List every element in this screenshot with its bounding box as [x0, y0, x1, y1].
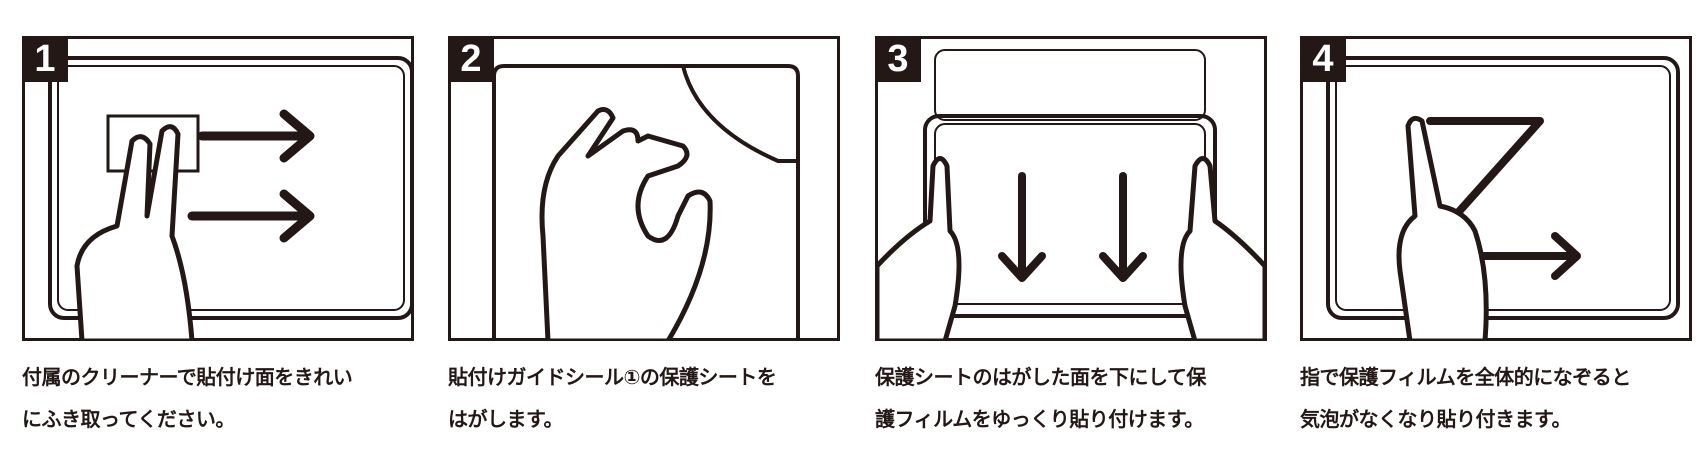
- right-hand-icon: [1178, 156, 1267, 341]
- hand-icon: [1396, 115, 1489, 341]
- peel-sheet-illustration: [448, 36, 840, 341]
- step-number: 2: [448, 36, 494, 82]
- step-3-illustration: 3: [875, 36, 1267, 341]
- step-1-illustration: 1: [22, 36, 414, 341]
- step-2-caption: 貼付けガイドシール①の保護シートを はがします。: [448, 356, 848, 440]
- arrow-down-icon: [998, 172, 1147, 282]
- apply-film-illustration: [875, 36, 1267, 341]
- step-number: 1: [22, 36, 68, 82]
- caption-line: 護フィルムをゆっくり貼り付けます。: [875, 407, 1204, 431]
- caption-line: 貼付けガイドシール①の保護シートを: [448, 365, 777, 389]
- hand-icon: [539, 107, 713, 341]
- arrow-right-icon: [187, 109, 315, 243]
- caption-line: 保護シートのはがした面を下にして保: [875, 365, 1206, 389]
- caption-line: にふき取ってください。: [22, 407, 235, 431]
- step-1-caption: 付属のクリーナーで貼付け面をきれい にふき取ってください。: [22, 356, 422, 440]
- caption-line: 気泡がなくなり貼り付きます。: [1300, 407, 1572, 431]
- caption-line: 指で保護フィルムを全体的になぞると: [1300, 365, 1631, 389]
- z-path-arrow-icon: [1426, 117, 1581, 280]
- step-3-caption: 保護シートのはがした面を下にして保 護フィルムをゆっくり貼り付けます。: [875, 356, 1275, 440]
- clean-screen-illustration: [22, 36, 414, 341]
- smooth-film-illustration: [1300, 36, 1692, 341]
- step-4-illustration: 4: [1300, 36, 1692, 341]
- step-4-caption: 指で保護フィルムを全体的になぞると 気泡がなくなり貼り付きます。: [1300, 356, 1700, 440]
- step-number: 3: [875, 36, 921, 82]
- caption-line: 付属のクリーナーで貼付け面をきれい: [22, 365, 353, 389]
- step-2-illustration: 2: [448, 36, 840, 341]
- caption-line: はがします。: [448, 407, 564, 431]
- hand-icon: [74, 124, 195, 341]
- left-hand-icon: [875, 156, 962, 341]
- step-number: 4: [1300, 36, 1346, 82]
